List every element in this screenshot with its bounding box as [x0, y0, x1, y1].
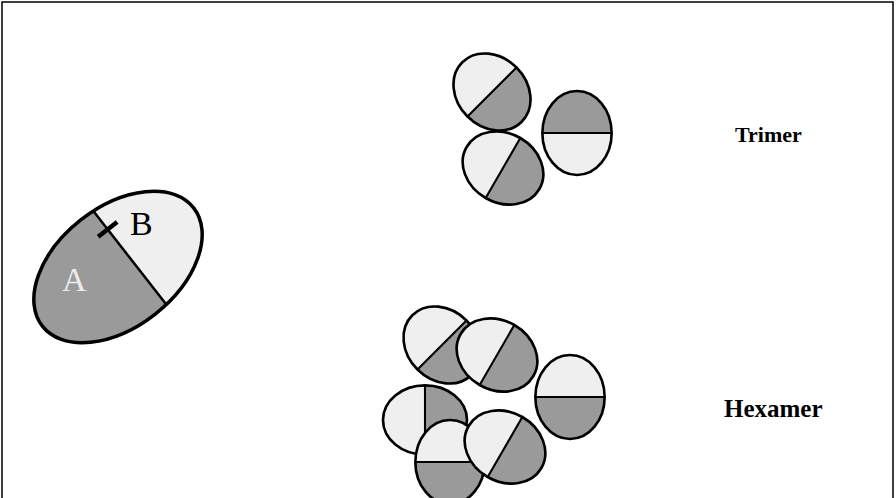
monomer-shape: AB	[22, 185, 222, 350]
subunit	[535, 355, 604, 439]
subunit	[542, 91, 611, 175]
assembly-label: Trimer	[735, 123, 802, 147]
domain-label: B	[130, 207, 153, 241]
hexamer-illustration	[383, 291, 605, 498]
site-mark	[98, 222, 117, 237]
domain-label: A	[62, 263, 87, 297]
monomer-border	[5, 161, 230, 374]
subunit	[438, 38, 546, 146]
subunit	[449, 117, 556, 219]
monomer-outline	[22, 185, 222, 350]
domain-boundary	[93, 211, 166, 304]
domain-region	[93, 161, 230, 304]
assembly-label: Hexamer	[724, 395, 823, 423]
trimer-illustration	[438, 38, 612, 219]
